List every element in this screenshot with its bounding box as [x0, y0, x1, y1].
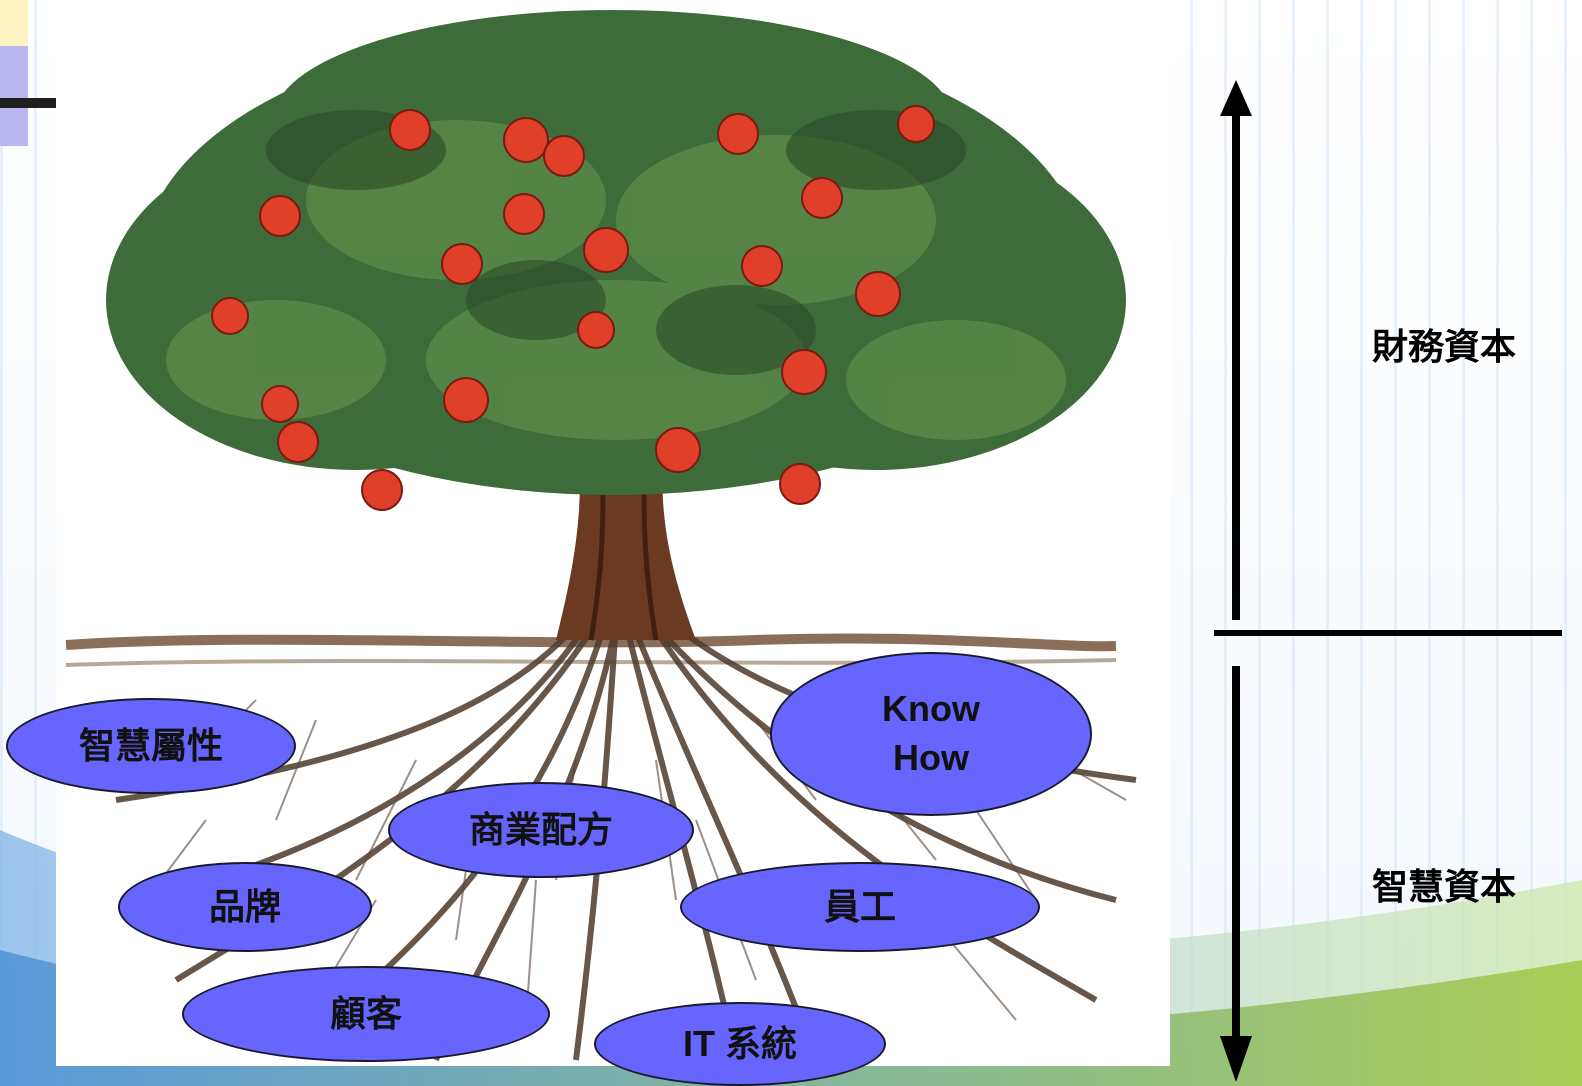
- bubble-business-recipe: 商業配方: [388, 782, 694, 878]
- bubble-intellectual-property: 智慧屬性: [6, 698, 296, 794]
- bubble-label: 智慧屬性: [78, 724, 223, 766]
- bubble-customer: 顧客: [182, 966, 550, 1062]
- capital-divider-line: [1214, 630, 1562, 636]
- bubble-label-line1: Know: [882, 688, 980, 730]
- bubble-label: 商業配方: [468, 808, 613, 850]
- up-arrow-icon: [1220, 80, 1252, 620]
- down-arrow-icon: [1220, 666, 1252, 1082]
- corner-accent-lavender: [0, 46, 28, 146]
- financial-capital-label: 財務資本: [1372, 326, 1517, 367]
- bubble-label: 員工: [823, 885, 896, 927]
- bubble-it-system: IT 系統: [594, 1002, 886, 1086]
- bubble-label: 品牌: [208, 885, 281, 927]
- bubble-label: IT 系統: [683, 1023, 797, 1064]
- bubble-brand: 品牌: [118, 862, 372, 952]
- bubble-know-how: Know How: [770, 652, 1092, 816]
- bubble-label: 顧客: [329, 992, 402, 1034]
- corner-accent-line: [0, 98, 56, 108]
- intellectual-capital-label: 智慧資本: [1372, 866, 1517, 907]
- corner-accent-yellow: [0, 0, 28, 46]
- bubble-label-line2: How: [892, 737, 969, 778]
- bubble-staff: 員工: [680, 862, 1040, 952]
- capital-arrows: [1220, 80, 1252, 1082]
